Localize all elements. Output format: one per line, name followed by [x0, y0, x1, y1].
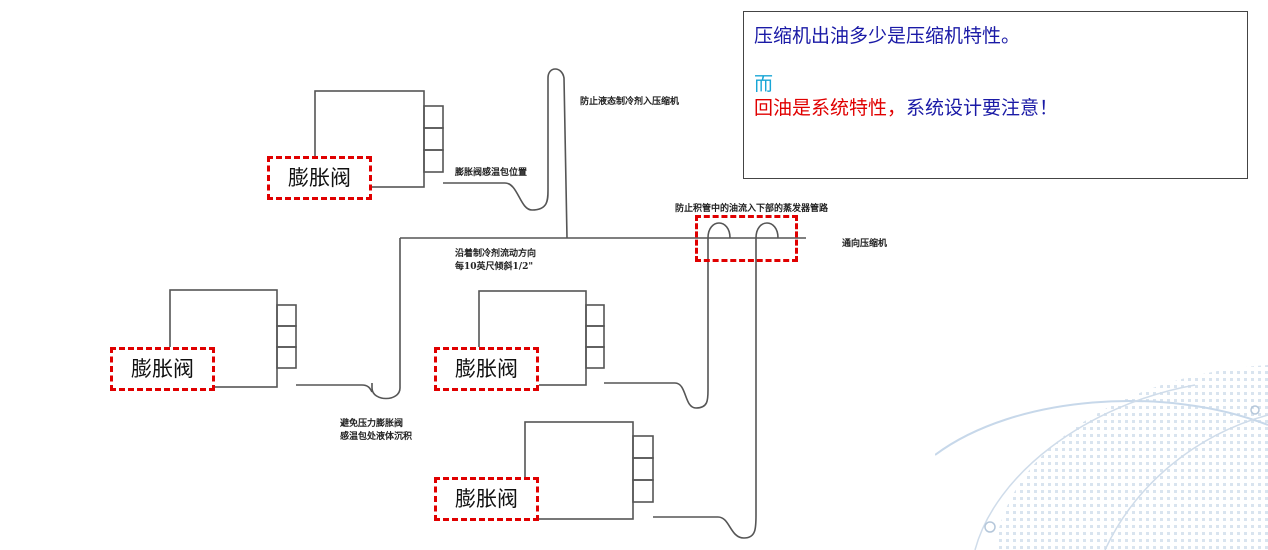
- note-lower-valve-2: 感温包处液体沉积: [340, 432, 413, 442]
- evaporator-coil-4: [524, 421, 634, 520]
- callout-box: 压缩机出油多少是压缩机特性。 而 回油是系统特性，系统设计要注意！: [743, 11, 1248, 179]
- globe-decoration: [935, 365, 1268, 550]
- callout-line-3-red: 回油是系统特性，: [754, 97, 907, 119]
- oil-trap-2: [755, 222, 779, 239]
- note-slope-1: 沿着制冷剂流动方向: [455, 249, 537, 259]
- oil-trap-1: [707, 222, 731, 239]
- note-sensor-position: 膨胀阀感温包位置: [455, 168, 528, 178]
- note-lower-valve-1: 避免压力膨胀阀: [340, 419, 404, 429]
- callout-line-3: 回油是系统特性，系统设计要注意！: [754, 96, 1237, 120]
- note-slope-2: 每10英尺倾斜1/2": [455, 262, 534, 272]
- expansion-valve-label-1: 膨胀阀: [267, 156, 372, 200]
- expansion-valve-label-3: 膨胀阀: [434, 347, 539, 391]
- callout-line-2: 而: [754, 73, 774, 95]
- note-to-compressor: 通向压缩机: [842, 239, 888, 249]
- note-prevent-oil: 防止积管中的油流入下部的蒸发器管路: [675, 204, 829, 214]
- expansion-valve-label-2: 膨胀阀: [110, 347, 215, 391]
- expansion-valve-label-4: 膨胀阀: [434, 477, 539, 521]
- note-prevent-liquid: 防止液态制冷剂入压缩机: [580, 97, 680, 107]
- callout-line-3-blue: 系统设计要注意！: [906, 97, 1059, 119]
- callout-line-1: 压缩机出油多少是压缩机特性。: [754, 25, 1021, 47]
- trap-highlight-box: [695, 215, 798, 262]
- suction-riser: [443, 68, 568, 239]
